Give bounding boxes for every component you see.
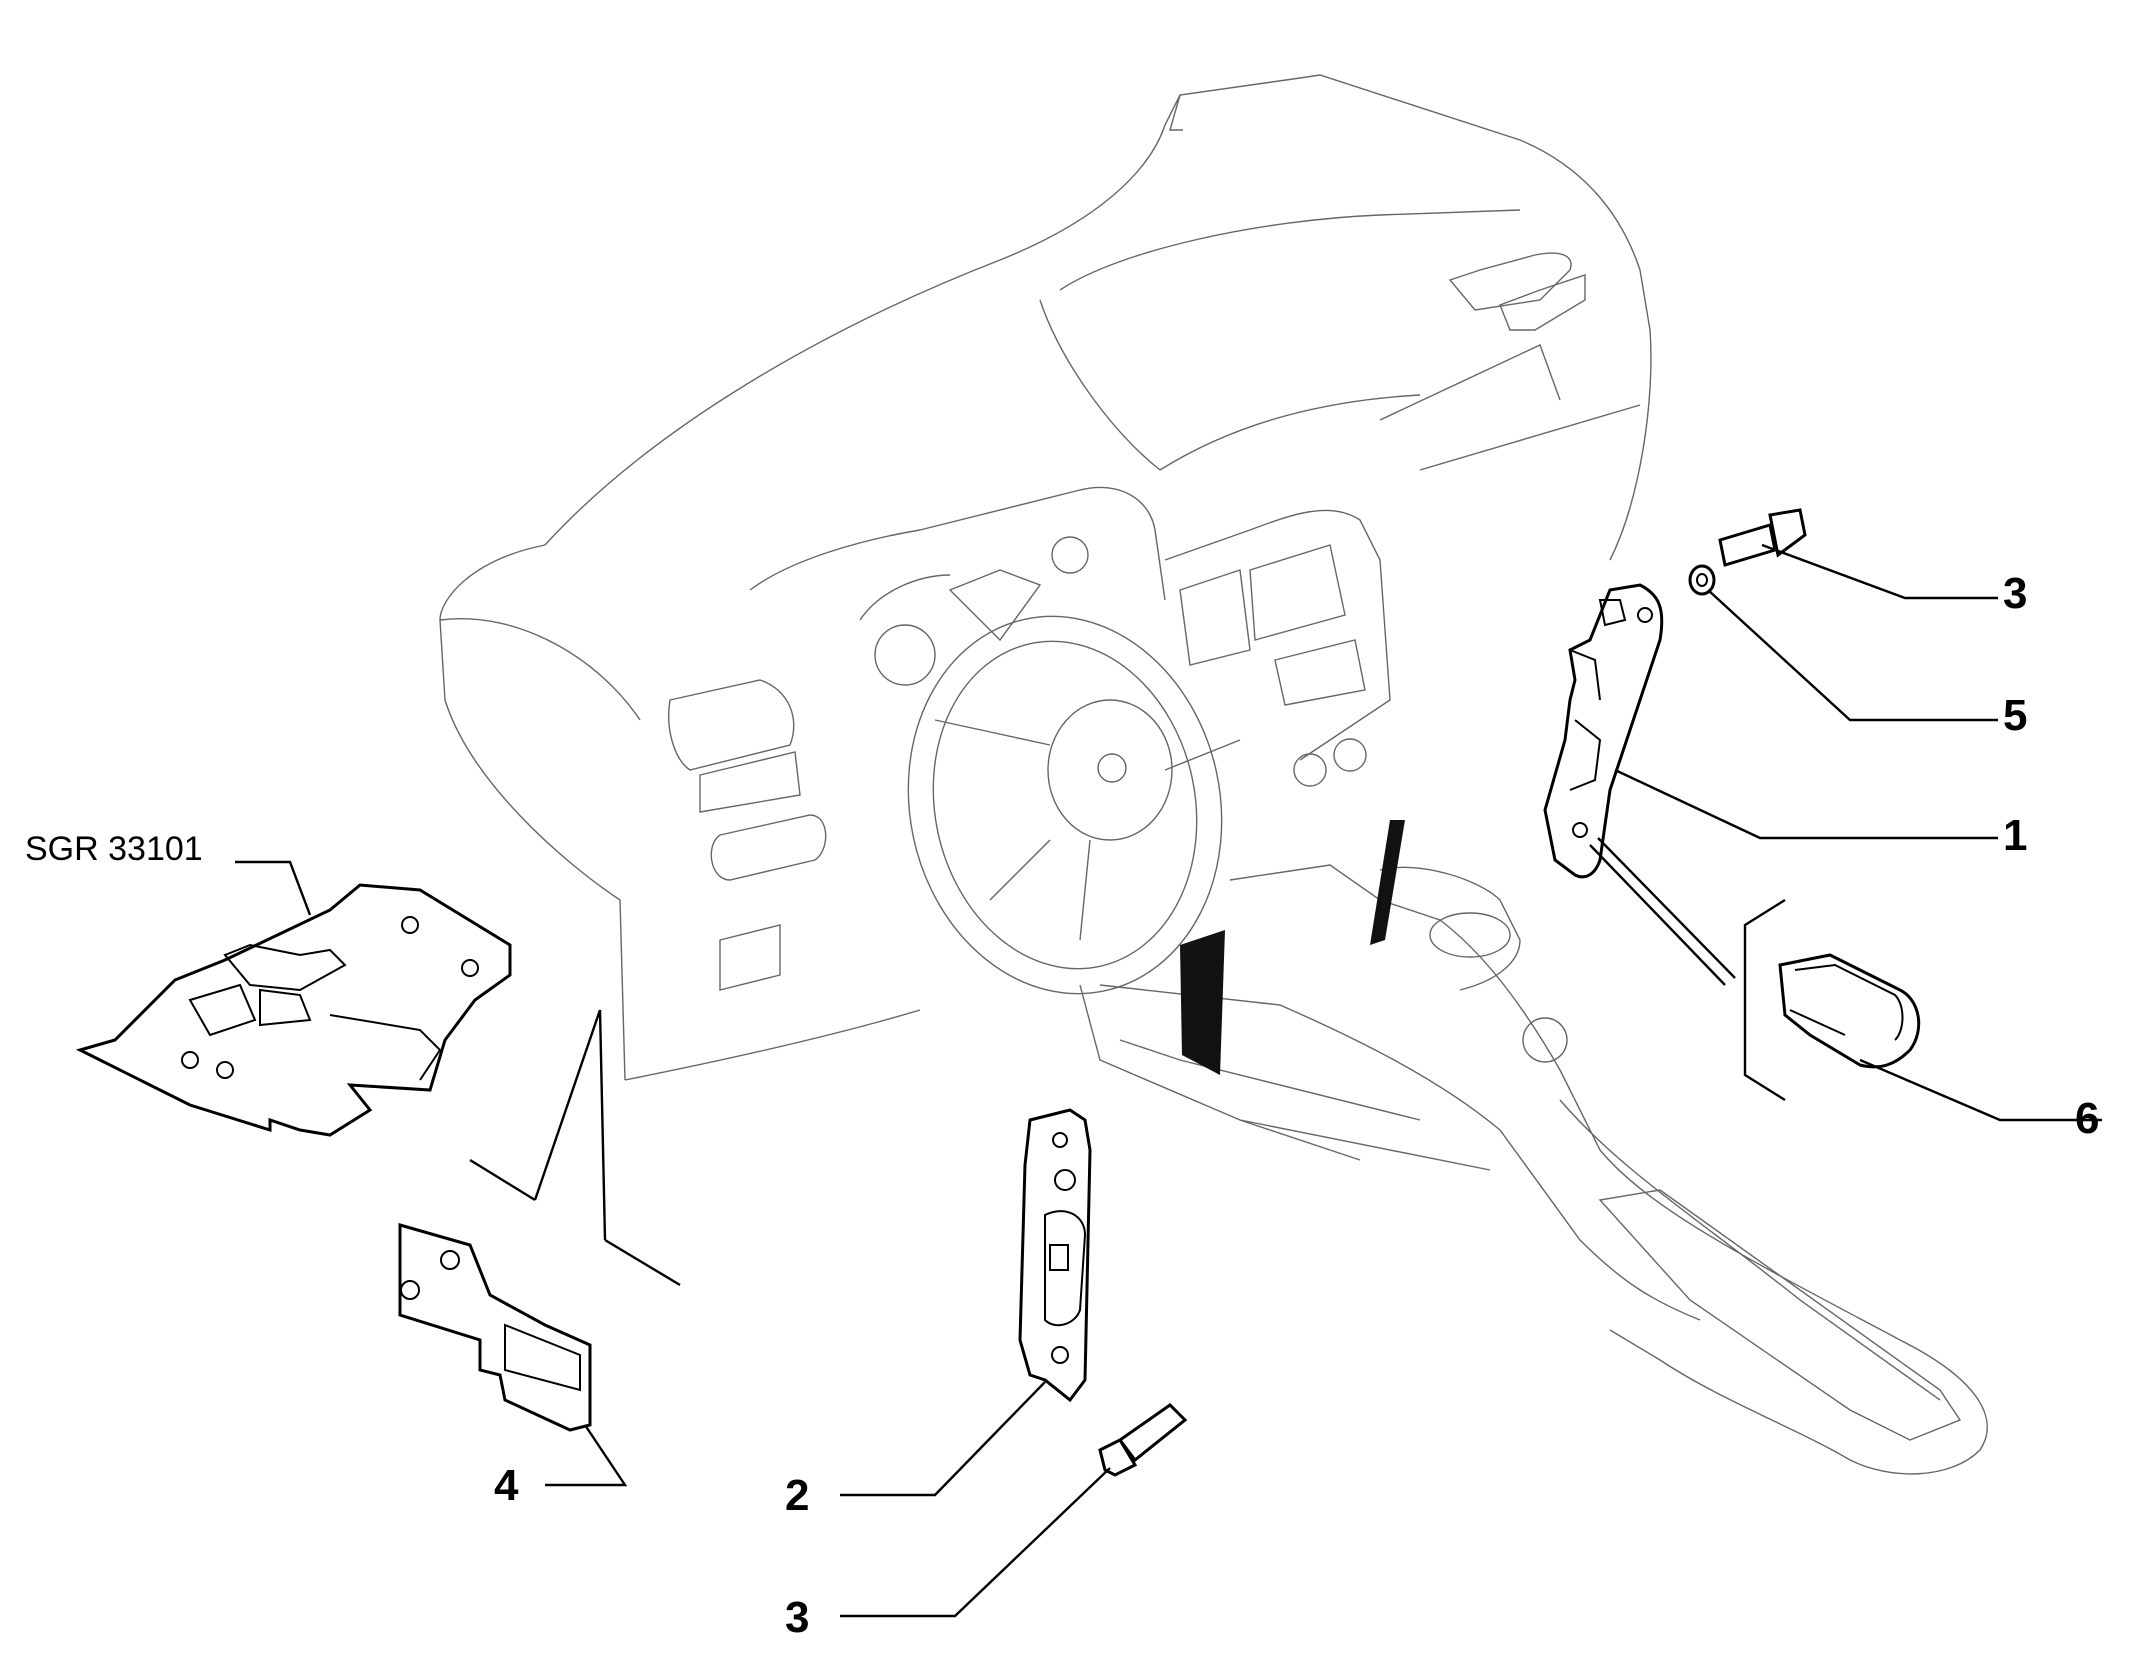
reference-label-sgr-33101: SGR 33101 (25, 830, 203, 868)
callout-1: 1 (2003, 811, 2027, 860)
part-5-washer (1688, 564, 1716, 596)
part-6-bracket-lines (1743, 898, 1786, 1102)
dashboard-and-console-sketch (439, 74, 1988, 1475)
sgr-33101-assembly (75, 883, 512, 1137)
callout-3-top: 3 (2003, 569, 2027, 618)
part-1-bracket (1543, 583, 1664, 879)
callout-2: 2 (785, 1471, 809, 1520)
part-4-bracket (398, 1223, 592, 1432)
part-6-housing (1778, 953, 1921, 1069)
part-3-bolt-bottom (1098, 1403, 1188, 1477)
wiring-straps (1180, 820, 1405, 1075)
explosion-lines (469, 1009, 681, 1287)
callout-4: 4 (494, 1461, 519, 1510)
callout-5: 5 (2003, 691, 2027, 740)
leader-lines (235, 543, 2102, 1618)
callout-6: 6 (2075, 1094, 2099, 1143)
callout-3-bottom: 3 (785, 1593, 809, 1642)
part-2-bracket (1018, 1108, 1092, 1403)
